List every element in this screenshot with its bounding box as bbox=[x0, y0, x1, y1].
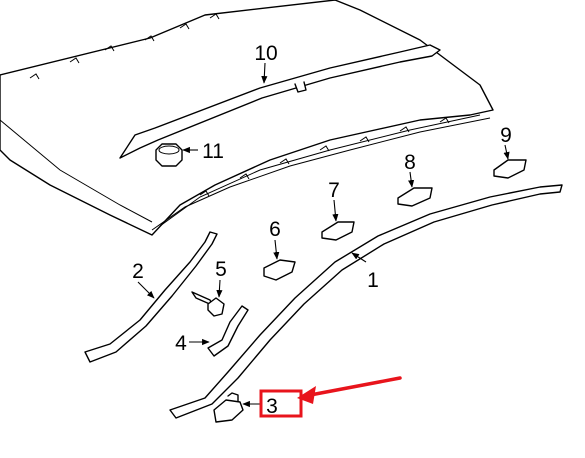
callout-2: 2 bbox=[132, 260, 144, 283]
roof-clip-slots bbox=[29, 13, 450, 197]
callout-10: 10 bbox=[254, 42, 277, 65]
callout-5: 5 bbox=[215, 258, 227, 281]
leader-lines bbox=[137, 62, 510, 408]
highlight-arrow bbox=[303, 376, 402, 398]
callout-1: 1 bbox=[367, 269, 379, 292]
leader-10 bbox=[261, 62, 268, 84]
bolt-part-5[interactable] bbox=[191, 291, 225, 317]
clip-part-7[interactable] bbox=[321, 221, 355, 241]
callout-labels: 10 11 2 1 3 4 5 6 7 8 9 bbox=[132, 42, 512, 418]
highlight-box bbox=[259, 389, 303, 418]
callout-6: 6 bbox=[269, 218, 281, 241]
leader-7 bbox=[332, 199, 339, 222]
clip-part-6[interactable] bbox=[263, 259, 296, 281]
leader-8 bbox=[408, 171, 415, 188]
leader-9 bbox=[503, 144, 510, 160]
nut-part-11[interactable] bbox=[155, 143, 183, 167]
leader-5 bbox=[216, 279, 223, 298]
callout-7: 7 bbox=[328, 179, 340, 202]
molding-part-1[interactable] bbox=[169, 184, 563, 419]
roof-rail-part-10[interactable] bbox=[119, 44, 441, 159]
clip-part-3[interactable] bbox=[213, 392, 244, 423]
bracket-part-4[interactable] bbox=[207, 305, 249, 357]
clip-part-9[interactable] bbox=[493, 159, 527, 179]
callout-4: 4 bbox=[175, 332, 187, 355]
leader-6 bbox=[273, 239, 280, 260]
molding-part-2[interactable] bbox=[84, 231, 218, 363]
clip-part-8[interactable] bbox=[397, 187, 433, 207]
callout-3: 3 bbox=[266, 395, 278, 418]
callout-11: 11 bbox=[202, 140, 224, 163]
callout-8: 8 bbox=[404, 151, 416, 174]
leader-2 bbox=[137, 281, 155, 299]
leader-1 bbox=[351, 252, 367, 263]
callout-9: 9 bbox=[500, 124, 512, 147]
highlight-marker bbox=[259, 376, 402, 418]
highlight-arrow-head bbox=[297, 386, 316, 404]
